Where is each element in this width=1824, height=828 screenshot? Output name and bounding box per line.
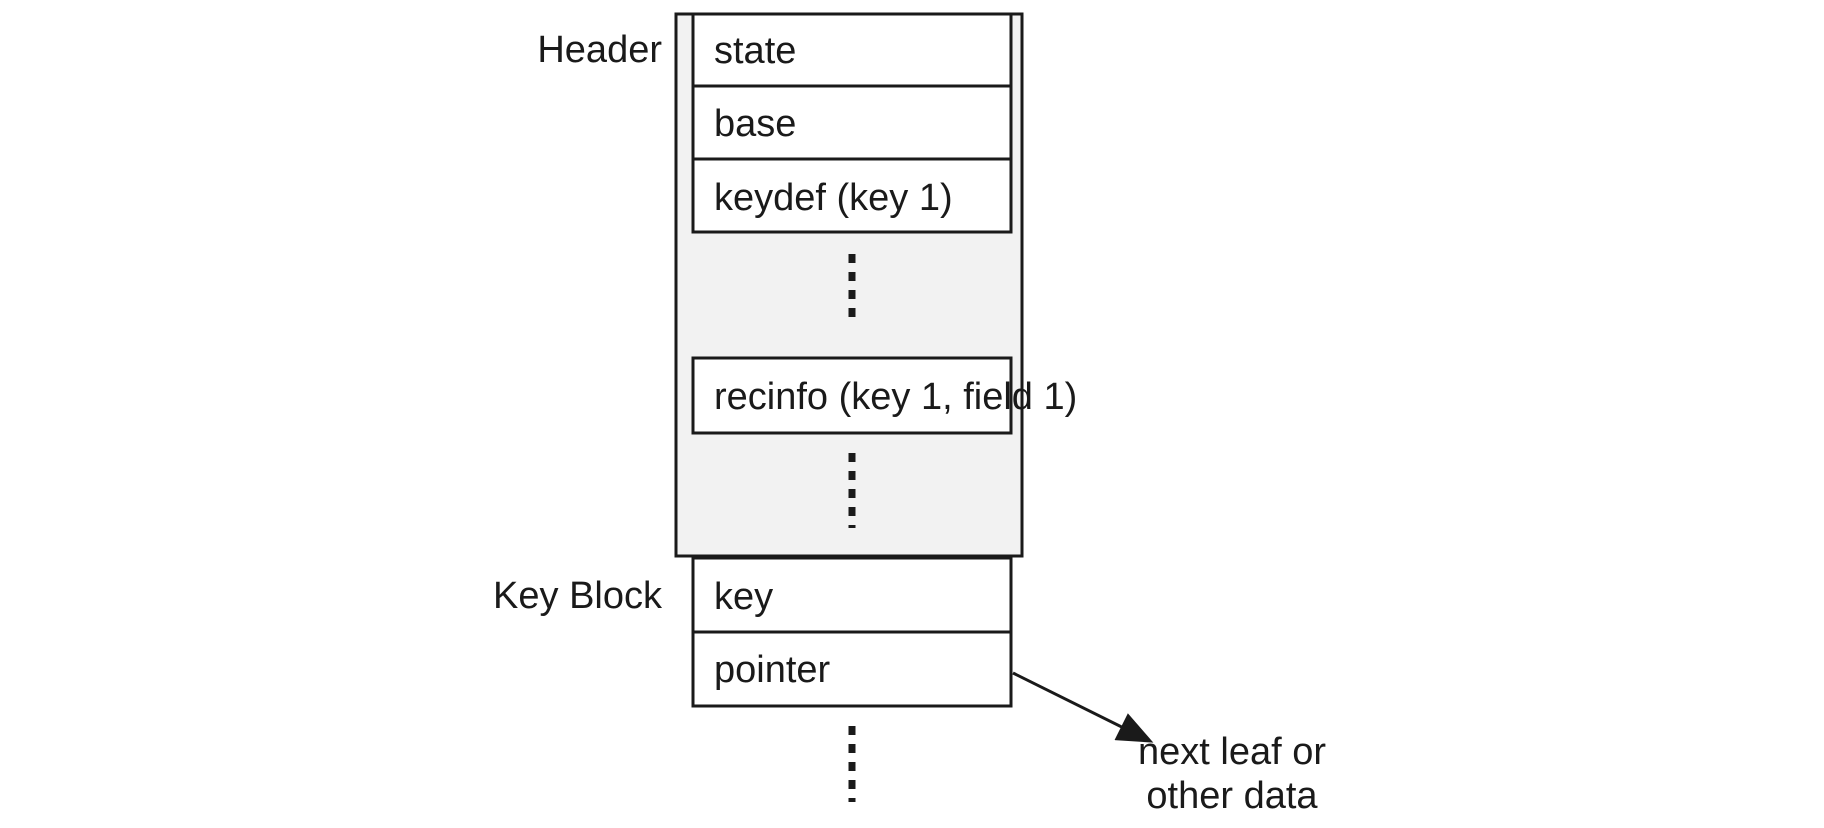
key-block-field-pointer: pointer [691, 630, 1013, 708]
header-field-keydef: keydef (key 1) [691, 157, 1013, 234]
header-field-recinfo: recinfo (key 1, field 1) [691, 356, 1077, 435]
header-label: Header [537, 29, 662, 71]
keydef-label: keydef (key 1) [714, 177, 953, 219]
pointer-arrow [1012, 671, 1154, 743]
state-label: state [714, 30, 796, 72]
arrow-target-line1: next leaf or [1138, 731, 1326, 773]
key-block-field-key: key [691, 556, 1013, 634]
pointer-label: pointer [714, 649, 831, 691]
base-label: base [714, 103, 796, 145]
recinfo-label: recinfo (key 1, field 1) [714, 376, 1077, 418]
header-field-base: base [691, 84, 1013, 161]
key-label: key [714, 576, 773, 618]
key-block-label: Key Block [493, 575, 663, 617]
header-field-state: state [691, 12, 1013, 88]
arrow-target-line2: other data [1146, 775, 1318, 817]
